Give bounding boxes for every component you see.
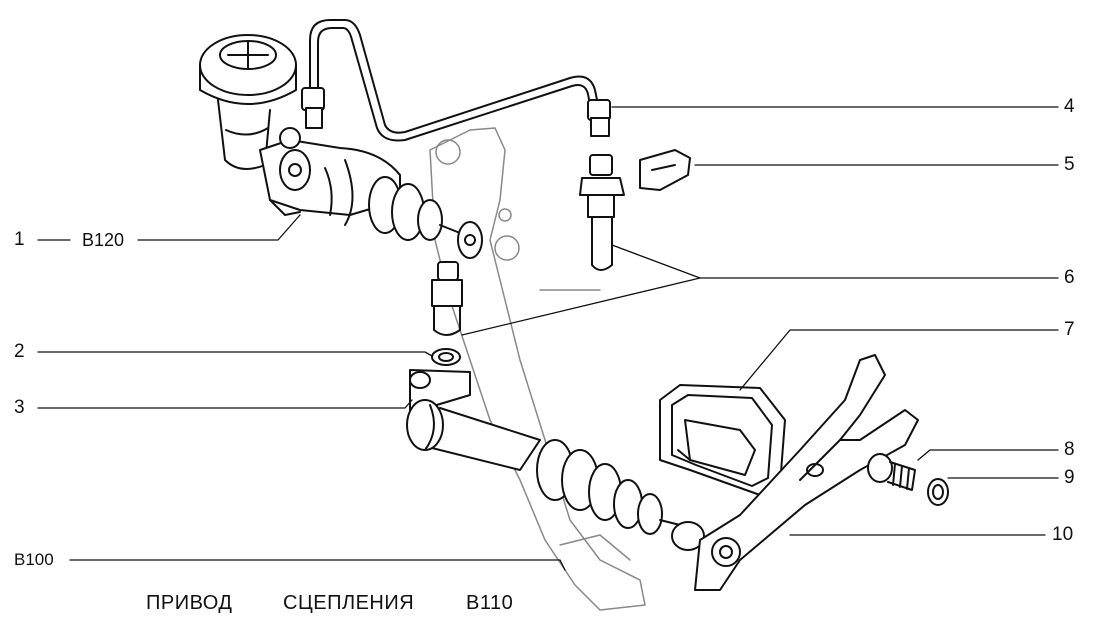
callout-2: 2: [14, 341, 25, 362]
leader-lines: [37, 106, 1059, 571]
callout-8: 8: [1064, 439, 1075, 460]
brake-pipe-icon: [301, 19, 611, 142]
callout-1: 1: [14, 229, 25, 250]
callout-10: 10: [1052, 524, 1074, 545]
hose-left-icon: [431, 261, 463, 366]
callout-7: 7: [1064, 319, 1075, 340]
callout-9: 9: [1064, 467, 1075, 488]
rubber-boot-icon: [659, 384, 786, 496]
caption-word-2: СЦЕПЛЕНИЯ: [283, 592, 415, 614]
washer-icon: [927, 478, 949, 506]
callout-5: 5: [1064, 154, 1075, 175]
caption-word-1: ПРИВОД: [146, 592, 233, 614]
callout-4: 4: [1064, 96, 1075, 117]
callout-3: 3: [14, 397, 25, 418]
clutch-master-cylinder-icon: [199, 34, 483, 259]
caption-code: B110: [466, 592, 514, 614]
callout-6: 6: [1064, 267, 1075, 288]
callout-b120: B120: [82, 230, 125, 250]
clutch-pedal-icon: [429, 127, 646, 611]
callout-b100: B100: [14, 550, 54, 569]
release-fork-icon: [694, 354, 919, 591]
bolt-icon: [867, 453, 916, 491]
spring-clip-icon: [639, 149, 691, 191]
clutch-slave-cylinder-icon: [406, 369, 705, 551]
hose-icon: [579, 154, 625, 271]
